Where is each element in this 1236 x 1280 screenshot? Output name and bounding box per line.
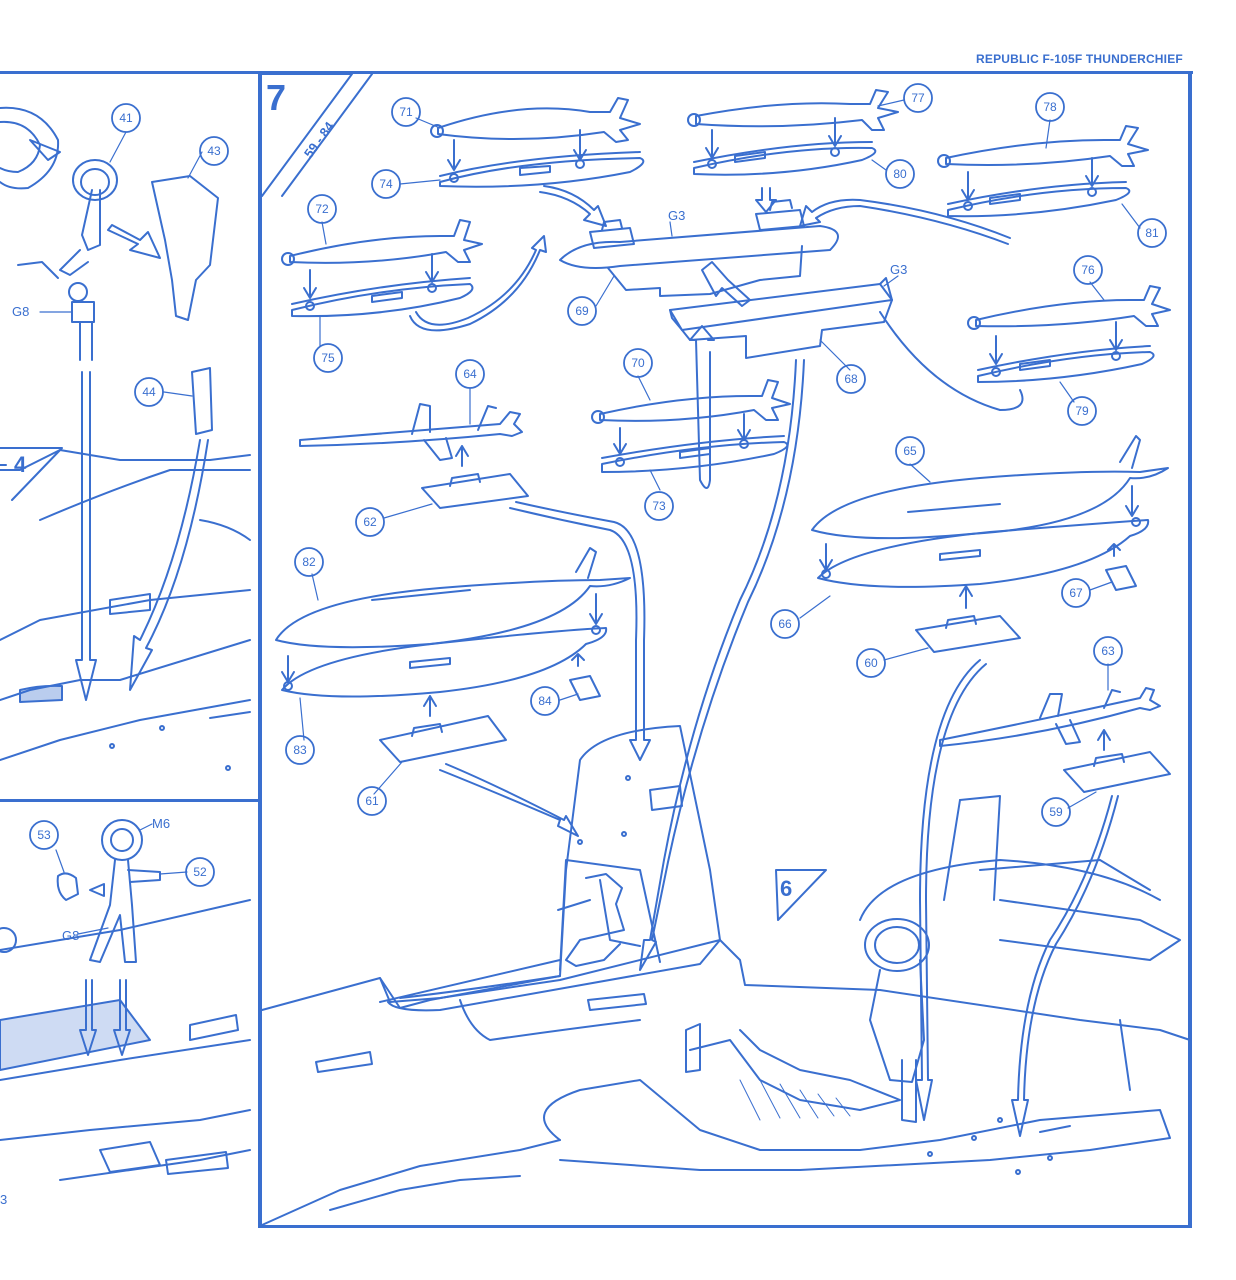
assembly-arrows (409, 185, 1119, 1137)
callout-67: 67 (1069, 586, 1083, 600)
callout-71: 71 (399, 105, 413, 119)
bomb-71 (430, 97, 641, 143)
callout-68: 68 (844, 372, 858, 386)
callout-82: 82 (302, 555, 316, 569)
callout-78: 78 (1043, 100, 1057, 114)
callout-65: 65 (903, 444, 917, 458)
adapter-61 (379, 695, 507, 763)
step-6-label: 6 (780, 876, 792, 901)
callout-72: 72 (315, 202, 329, 216)
callout-74: 74 (379, 177, 393, 191)
pylon-68 (669, 277, 893, 359)
sprue-m6: M6 (152, 816, 170, 831)
part-67 (1105, 543, 1137, 591)
page-number: 3 (0, 1192, 7, 1207)
callout-79: 79 (1075, 404, 1089, 418)
rack-79 (977, 321, 1155, 383)
callout-77: 77 (911, 91, 925, 105)
panel-frames (0, 71, 1193, 1228)
tank-83 (281, 593, 608, 698)
bomb-78 (937, 125, 1149, 168)
callout-53: 53 (37, 828, 51, 842)
callout-52: 52 (193, 865, 207, 879)
missile-63 (939, 687, 1161, 747)
callout-76: 76 (1081, 263, 1095, 277)
bomb-76 (967, 285, 1171, 330)
callout-43: 43 (207, 144, 221, 158)
bomb-77 (687, 89, 899, 131)
leader-lines (39, 99, 1141, 935)
bomb-70 (591, 379, 791, 424)
rack-74 (439, 129, 645, 188)
step-4-label: 4 (14, 452, 27, 477)
step-7-badge (261, 73, 373, 197)
sprue-g8-bottom: G8 (62, 928, 79, 943)
callout-80: 80 (893, 167, 907, 181)
callout-64: 64 (463, 367, 477, 381)
pylon-69 (559, 199, 839, 297)
tank-66 (817, 485, 1150, 588)
adapter-59 (1063, 729, 1171, 793)
callout-73: 73 (652, 499, 666, 513)
rack-75 (291, 253, 474, 318)
sprue-g3-right: G3 (890, 262, 907, 277)
callout-60: 60 (864, 656, 878, 670)
callout-66: 66 (778, 617, 792, 631)
callout-59: 59 (1049, 805, 1063, 819)
sprue-g8-top: G8 (12, 304, 29, 319)
rack-81 (947, 157, 1131, 218)
callout-44: 44 (142, 385, 156, 399)
callout-circles (29, 83, 1167, 887)
callout-62: 62 (363, 515, 377, 529)
rack-80 (693, 117, 877, 176)
step-range: 59 - 84 (301, 118, 337, 160)
aircraft-wing (261, 725, 1191, 1226)
callout-81: 81 (1145, 226, 1159, 240)
tank-82 (275, 547, 631, 649)
page-title: REPUBLIC F-105F THUNDERCHIEF (976, 52, 1183, 66)
callout-83: 83 (293, 743, 307, 757)
callout-41: 41 (119, 111, 133, 125)
bomb-72 (281, 219, 483, 266)
callout-61: 61 (365, 794, 379, 808)
callout-69: 69 (575, 304, 589, 318)
adapter-60 (915, 585, 1021, 653)
part-84 (569, 653, 601, 701)
missile-64 (299, 403, 523, 461)
tank-65 (811, 435, 1169, 540)
callout-84: 84 (538, 694, 552, 708)
rack-73 (601, 413, 789, 473)
sprue-g3-left: G3 (668, 208, 685, 223)
adapter-62 (421, 445, 529, 509)
landing-gear-detail (0, 106, 251, 771)
callout-63: 63 (1101, 644, 1115, 658)
step-number: 7 (266, 77, 286, 118)
callout-75: 75 (321, 351, 335, 365)
callout-70: 70 (631, 356, 645, 370)
nose-gear-detail (0, 819, 251, 1181)
